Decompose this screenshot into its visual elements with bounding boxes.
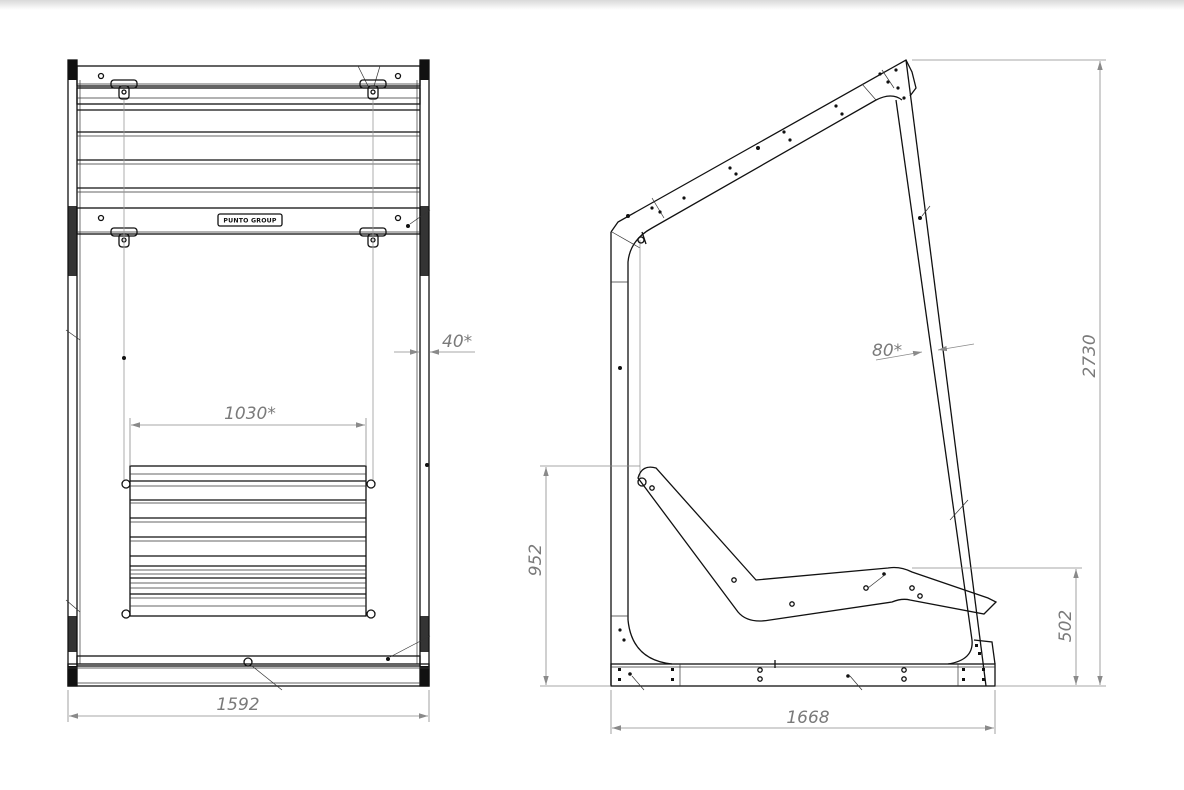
top-gradient-bar bbox=[0, 0, 1184, 10]
front-view: PUNTO GROUP bbox=[65, 59, 475, 722]
dim-front-overall-width: 1592 bbox=[216, 695, 259, 715]
dim-side-seat-lower: 502 bbox=[1056, 610, 1076, 642]
front-left-post bbox=[67, 59, 78, 687]
hanger-top-right bbox=[359, 79, 387, 100]
front-right-post bbox=[419, 59, 430, 687]
dim-front-inner-width: 1030* bbox=[224, 404, 276, 424]
dim-side-profile: 80* bbox=[872, 341, 902, 361]
dim-side-depth: 1668 bbox=[786, 708, 829, 728]
side-seat bbox=[637, 466, 998, 622]
dim-front-profile: 40* bbox=[442, 332, 472, 352]
brand-logo-text: PUNTO GROUP bbox=[223, 218, 276, 225]
dim-side-seat-upper: 952 bbox=[526, 544, 546, 576]
dim-side-height: 2730 bbox=[1080, 334, 1100, 377]
side-view: 80* 2730 502 952 1668 bbox=[526, 59, 1106, 734]
front-seat bbox=[121, 465, 376, 619]
brand-logo-plate: PUNTO GROUP bbox=[217, 213, 283, 227]
hanger-top-left bbox=[110, 79, 138, 100]
